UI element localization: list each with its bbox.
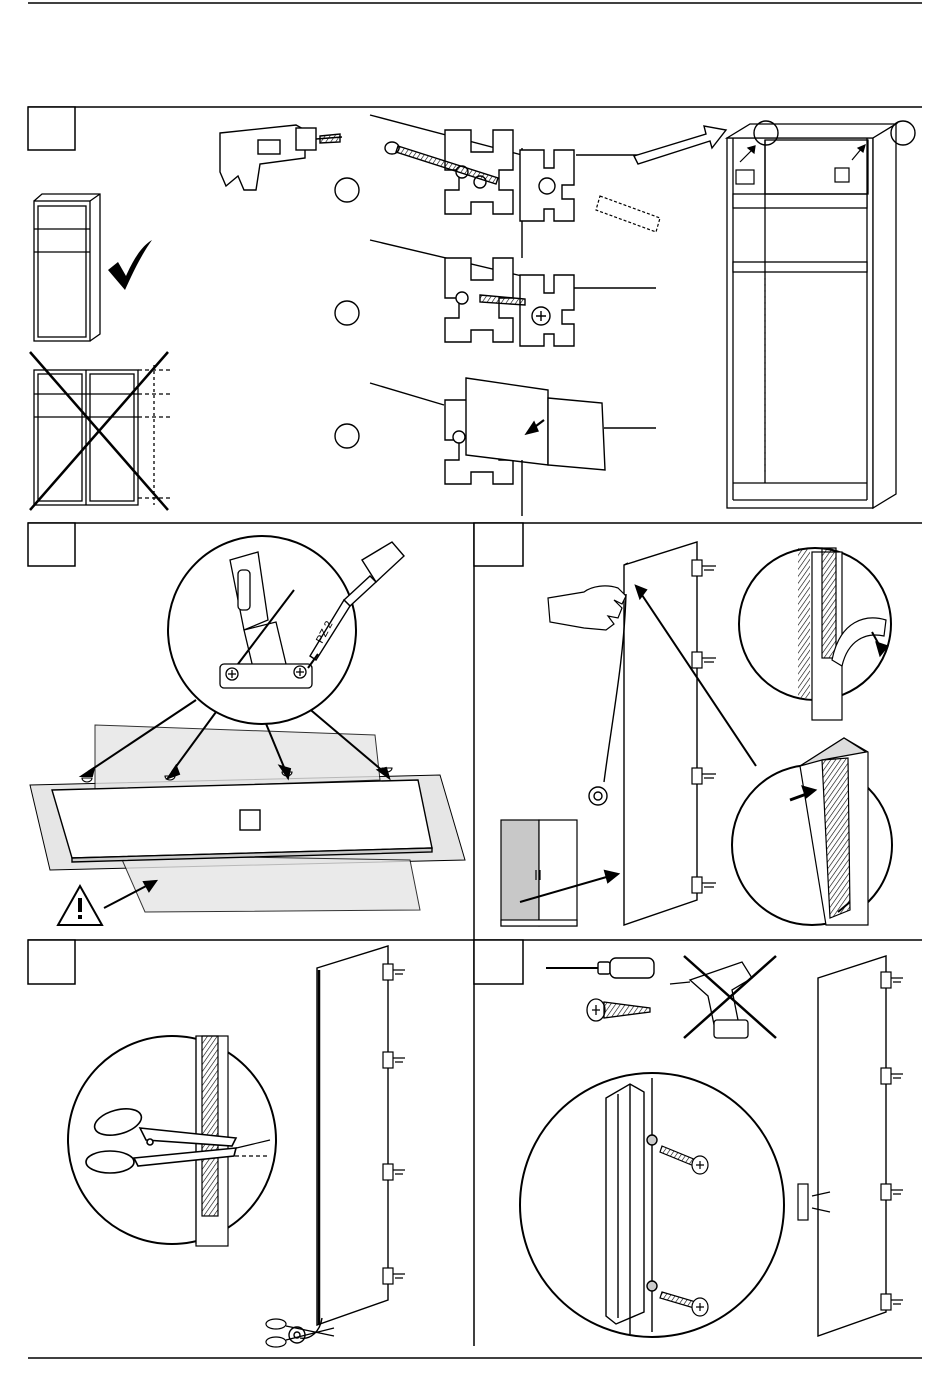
standing-door (624, 542, 697, 925)
panel-3 (501, 542, 892, 926)
screwdriver-icon-p5 (546, 958, 654, 978)
standing-door-p4 (317, 946, 388, 1325)
step-circle-1 (335, 178, 359, 202)
panel-5 (520, 956, 903, 1337)
step-circle-2 (335, 301, 359, 325)
hand-holding-tape (548, 586, 626, 630)
step-circle-3 (335, 424, 359, 448)
no-cordless-drill-icon (670, 956, 776, 1038)
step-box-4 (28, 940, 75, 984)
single-wardrobe-correct (34, 194, 100, 341)
panel-1 (30, 115, 915, 516)
wall-plug (596, 196, 660, 232)
step-box-3 (474, 523, 523, 566)
hanger-bracket-step-3 (370, 378, 656, 516)
screw-icon (587, 999, 650, 1021)
checkmark-icon (108, 240, 152, 290)
small-wardrobe-p3 (501, 820, 577, 926)
step-box-5 (474, 940, 523, 984)
panel-2: PZ 2 (30, 536, 465, 925)
hanger-bracket-step-1 (370, 115, 656, 258)
door-label-box (240, 810, 260, 830)
cross-icon (30, 352, 168, 510)
panel-4 (68, 946, 405, 1347)
step-circles (335, 178, 359, 448)
arrow-to-wardrobe (634, 126, 726, 164)
step-box-2 (28, 523, 75, 566)
drill-icon (220, 125, 342, 190)
door-lying-flat (52, 780, 432, 862)
step-box-1 (28, 107, 75, 150)
hanger-bracket-step-2 (370, 240, 656, 346)
warning-icon (58, 886, 102, 925)
standing-door-p5 (818, 956, 886, 1336)
